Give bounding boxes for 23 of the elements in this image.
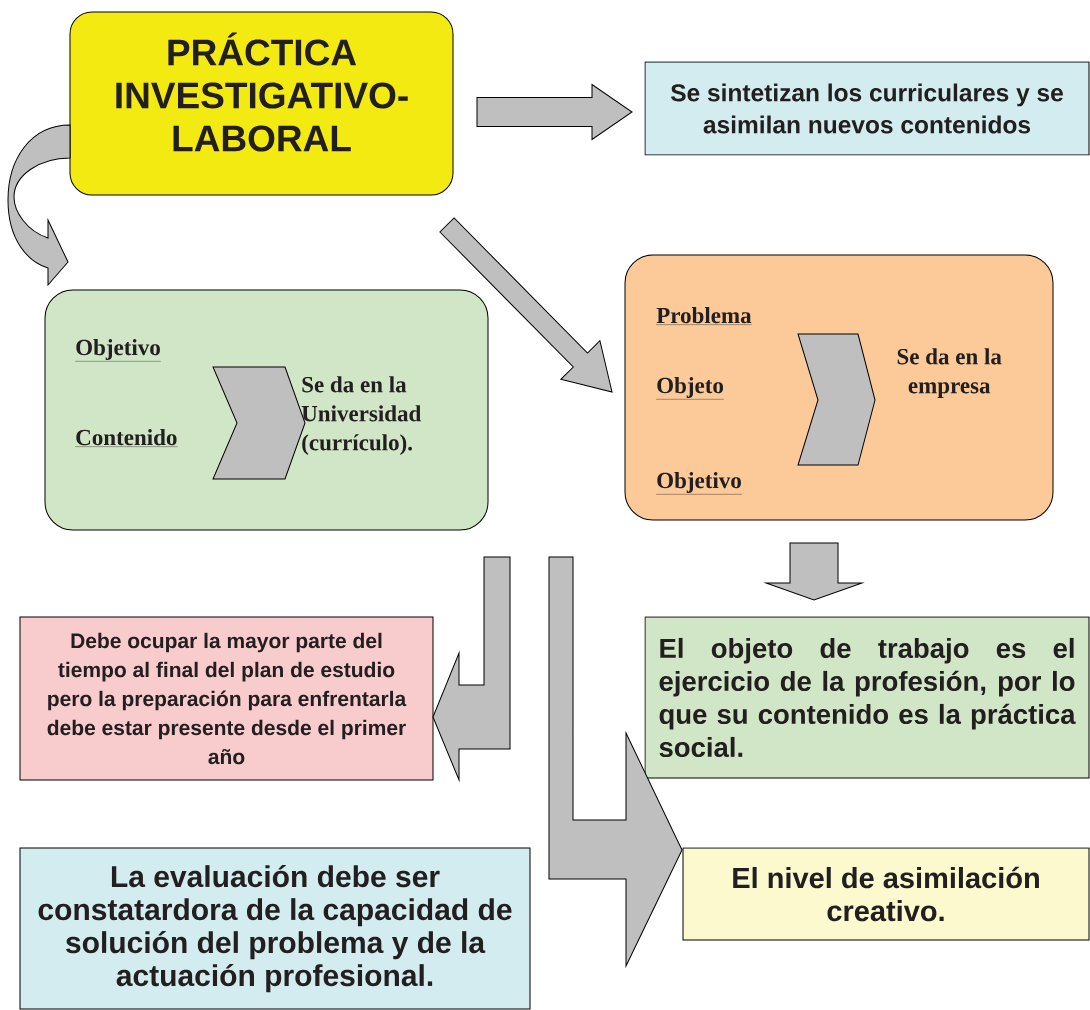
underlined-label: Contenido (75, 429, 178, 447)
block-arrow (476, 84, 633, 140)
title-box: PRÁCTICA INVESTIGATIVO-LABORAL (69, 11, 454, 196)
panel-box (624, 254, 1054, 521)
text-box: Se sintetizan los curriculares y se asimilan nuevos contenidos (644, 61, 1090, 156)
block-arrow (765, 542, 863, 601)
text-box: El objeto de trabajo es el ejercicio de la profesión, por lo que su contenido es la práctica social. (644, 616, 1090, 779)
underlined-label: Objetivo (75, 339, 161, 362)
caption-text: Se da en la Universidad (currículo). (301, 376, 422, 456)
text-box: El nivel de asimilación creativo. (682, 847, 1090, 941)
caption-text: Se da en la empresa (897, 348, 1002, 399)
underlined-label: Objeto (656, 377, 725, 400)
chevron-arrow (797, 333, 876, 466)
curved-arrow (7, 124, 71, 286)
underlined-label: Objetivo (656, 472, 742, 495)
bent-arrow (432, 556, 511, 781)
underlined-label: Problema (656, 307, 752, 325)
text-box: Debe ocupar la mayor parte del tiempo al final del plan de estudio pero la preparación para enfrentarla debe estar presente desde el primer año (19, 616, 434, 781)
text-box: La evaluación debe ser constatardora de la capacidad de solución del problema y de la actuación profesional. (19, 847, 531, 1010)
block-arrow (439, 217, 613, 393)
bent-arrow (548, 556, 683, 967)
panel-box (44, 289, 489, 531)
chevron-arrow (212, 366, 306, 480)
